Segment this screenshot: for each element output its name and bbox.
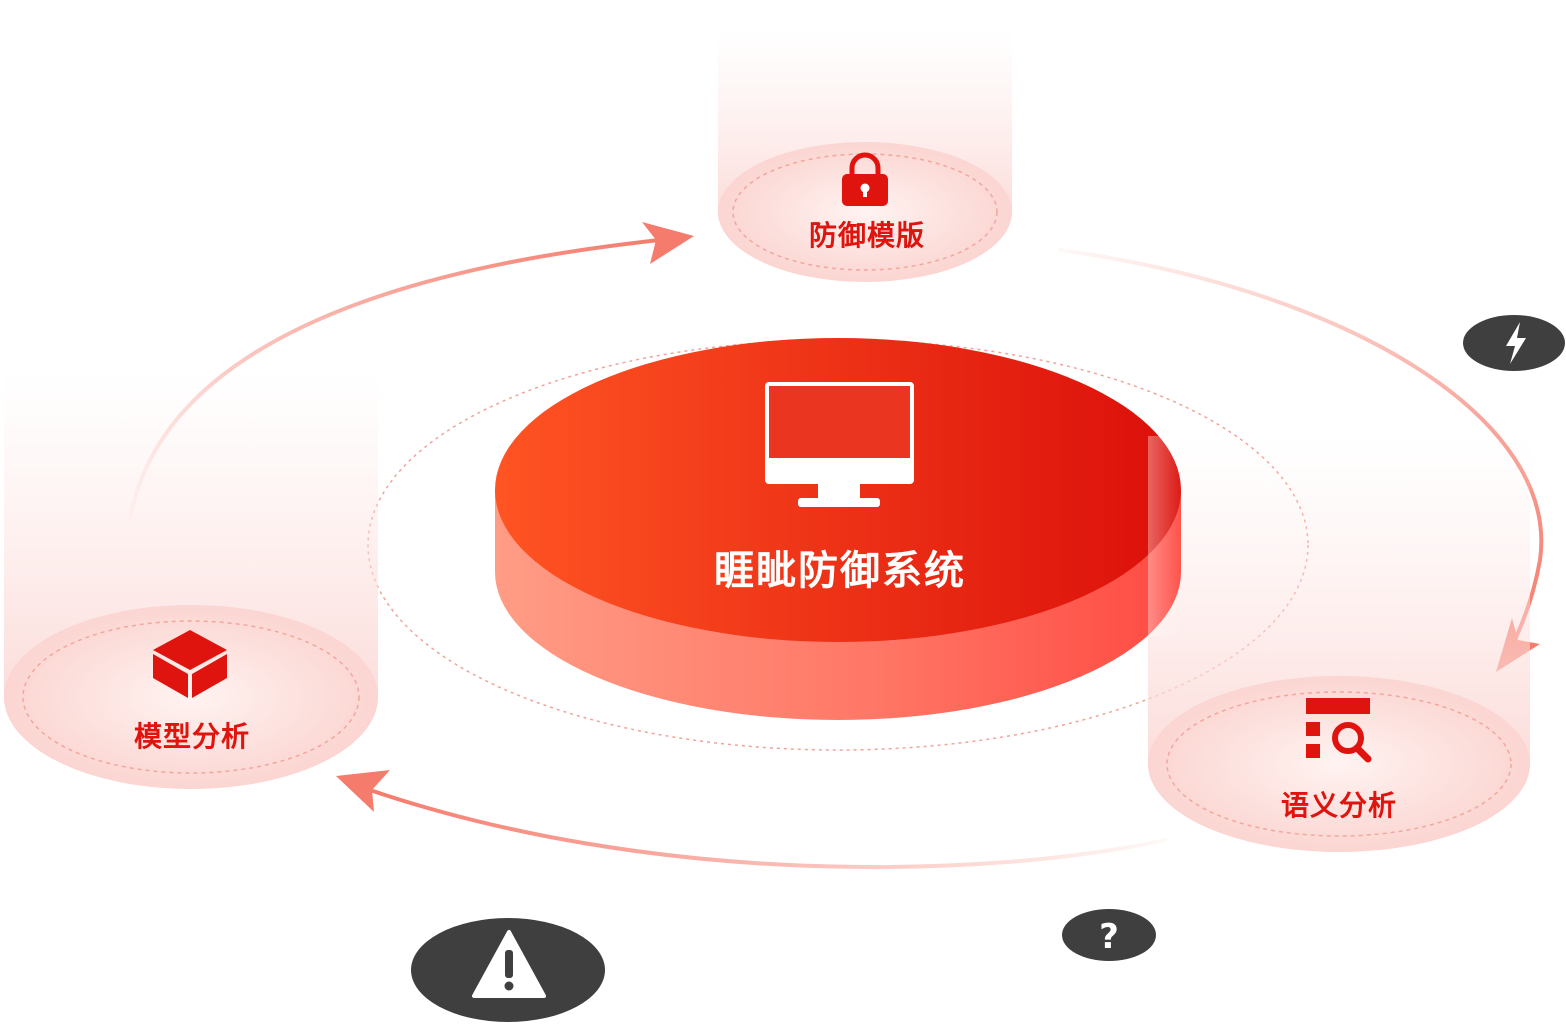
monitor-icon [765, 382, 914, 507]
question-icon: ? [1099, 917, 1119, 957]
node-right-label: 语义分析 [1280, 789, 1398, 822]
node-left [4, 370, 378, 789]
cube-icon [153, 630, 227, 698]
badge-lightning [1463, 315, 1565, 371]
arrowhead-left-to-top [642, 222, 694, 264]
warning-icon [472, 930, 546, 998]
node-right [1148, 436, 1530, 852]
arc-right-to-left [368, 788, 1167, 870]
badge-warning [411, 918, 605, 1022]
badge-question: ? [1062, 909, 1156, 961]
lock-icon [842, 152, 888, 206]
search-list-icon [1306, 698, 1372, 763]
center-title: 睚眦防御系统 [714, 548, 966, 594]
node-left-label: 模型分析 [133, 720, 251, 753]
lightning-icon [1506, 322, 1526, 364]
center-disc [495, 338, 1181, 720]
arrowhead-right-to-left [336, 770, 390, 812]
node-top-label: 防御模版 [808, 219, 926, 252]
node-top [718, 30, 1012, 282]
